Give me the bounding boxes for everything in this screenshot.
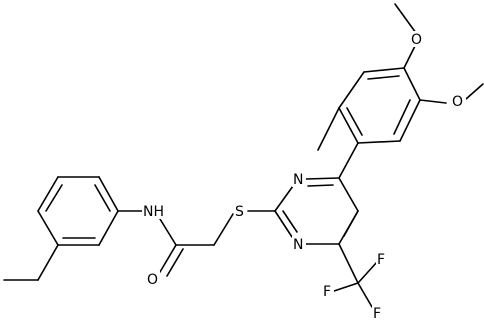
- atom-labels: O O N N S NH O F F F: [142, 31, 466, 322]
- bond-dimethoxyphenyl-a-inner: [367, 75, 400, 80]
- bond-dimethoxyphenyl-c-inner: [346, 107, 363, 136]
- bond-aryl-pyrimidine: [317, 107, 340, 151]
- bond-dimethoxyphenyl-a: [363, 67, 405, 73]
- atom-o-carbonyl: O: [147, 272, 158, 288]
- bond-ethylphenyl-a: [98, 176, 119, 212]
- atom-o-methoxy-top: O: [411, 32, 422, 48]
- bond-ethylphenyl-f: [98, 210, 119, 246]
- bond-carbonyl-o-double: [166, 248, 184, 277]
- bond-methoxy-mid-methyl: [465, 83, 484, 100]
- bond-pyr-c5-c4: [338, 177, 359, 212]
- bond-methoxy-top-o-ring: [403, 43, 417, 69]
- bond-pyr-c4-n3-inner: [307, 184, 334, 187]
- bond-pyr-n3-c2: [274, 185, 294, 212]
- bond-ethylphenyl-d: [37, 210, 59, 246]
- bond-pyrimidine-c4-link: [338, 142, 359, 179]
- bond-dimethoxyphenyl-c: [338, 107, 359, 144]
- bond-pyr-c4-n3: [305, 177, 340, 180]
- bond-dimethoxyphenyl-f: [403, 67, 421, 101]
- bond-pyr-cf3: [338, 243, 359, 284]
- atom-o-methoxy-mid: O: [452, 94, 463, 110]
- bond-ethylphenyl-c: [37, 176, 59, 212]
- atom-n-pyrimidine-lower: N: [293, 237, 303, 253]
- bond-methoxy-top-methyl: [394, 3, 417, 34]
- atom-s-thioether: S: [235, 204, 244, 220]
- atom-n-pyrimidine-upper: N: [293, 172, 303, 188]
- bond-pyr-c2-n1: [274, 210, 293, 238]
- atom-f-top: F: [377, 252, 385, 268]
- atom-f-bottom: F: [373, 306, 381, 322]
- bond-ethyl-ch2: [37, 244, 59, 281]
- atom-nh-amide: NH: [143, 204, 164, 220]
- bond-pyr-c6-c5-inner: [343, 210, 359, 237]
- bond-cf3-f-bottom: [357, 282, 373, 308]
- bond-carbonyl-o: [159, 244, 177, 273]
- bond-s-ch2: [213, 213, 234, 246]
- bond-ethylphenyl-a-inner: [94, 184, 111, 212]
- atom-f-left: F: [323, 284, 331, 300]
- bond-dimethoxyphenyl-b: [338, 71, 365, 109]
- bond-dimethoxyphenyl-d: [357, 140, 401, 144]
- bond-carbonyl-nh: [159, 218, 177, 246]
- bond-dimethoxyphenyl-e: [399, 99, 421, 142]
- bond-ethylphenyl-c-inner: [45, 184, 63, 212]
- bond-cf3-f-top: [357, 261, 378, 284]
- bond-dimethoxyphenyl-e-inner: [393, 99, 411, 135]
- bond-methoxy-mid-o-ring: [419, 99, 447, 104]
- bonds: [3, 3, 484, 308]
- bond-pyr-c2-n1-inner: [282, 210, 298, 233]
- bond-cf3-f-left: [333, 282, 359, 292]
